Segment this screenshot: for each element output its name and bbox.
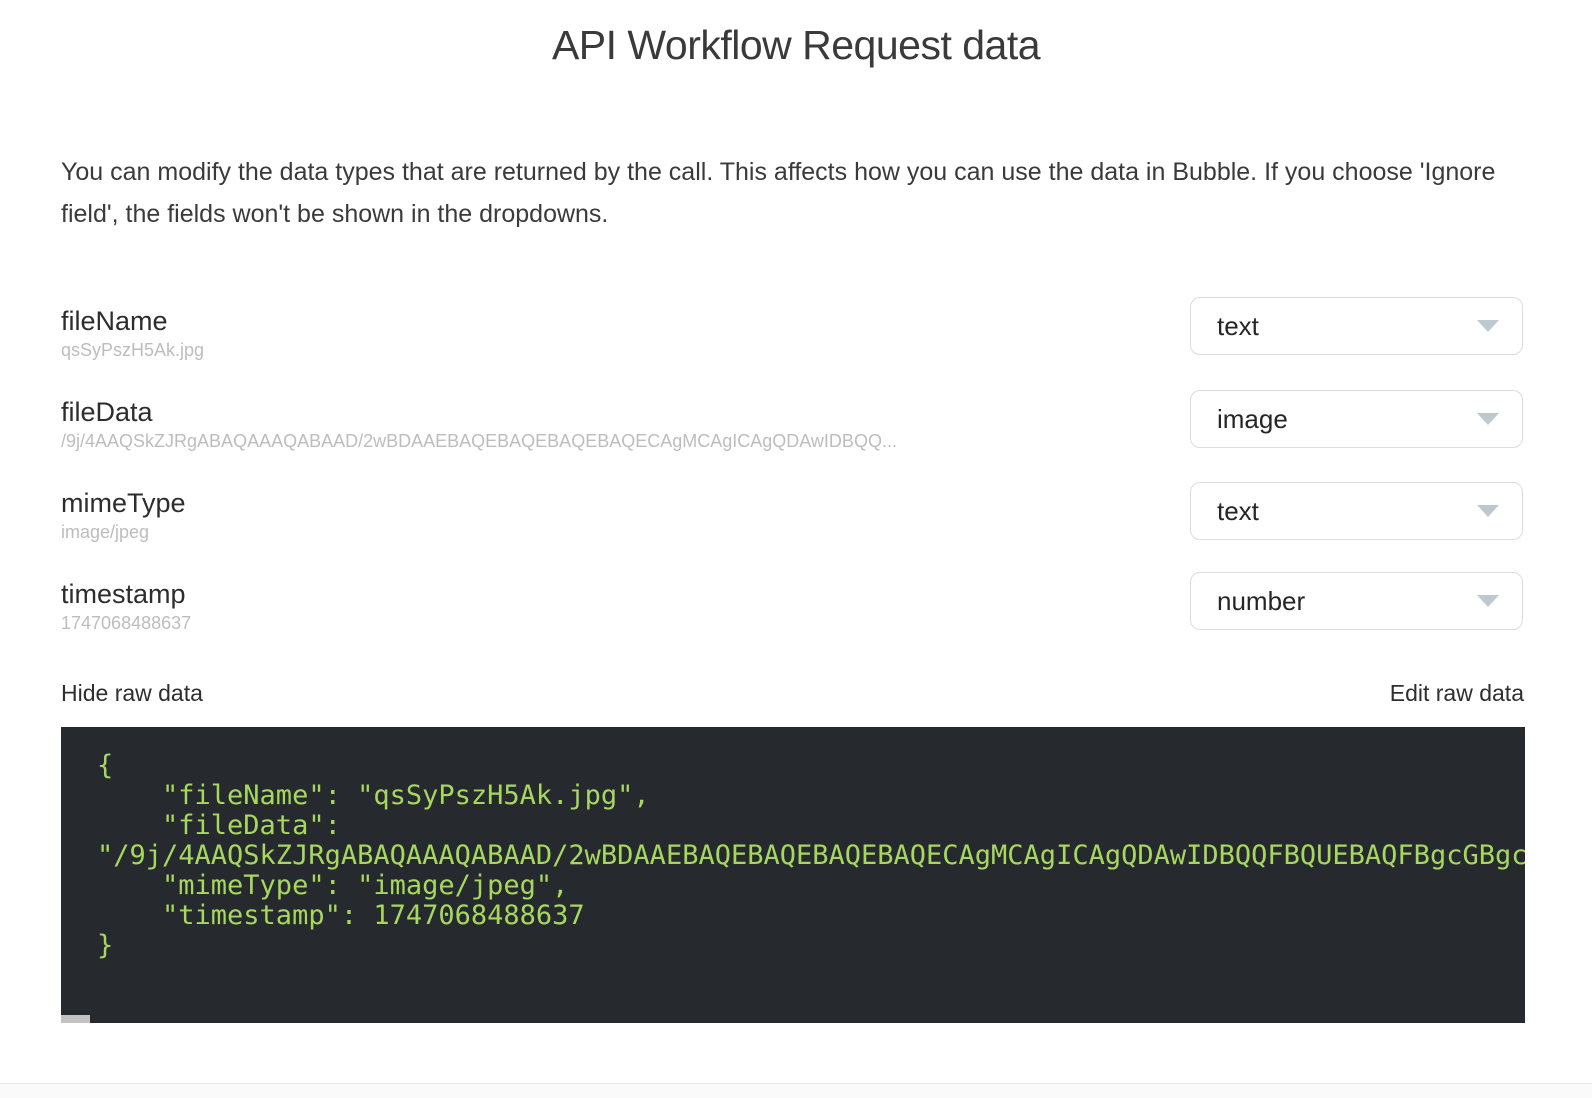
code-line: "mimeType": "image/jpeg", (97, 870, 569, 901)
type-dropdown-timestamp[interactable]: number (1190, 572, 1523, 630)
hide-raw-data-link[interactable]: Hide raw data (61, 680, 203, 706)
code-line: "timestamp": 1747068488637 (97, 900, 585, 931)
horizontal-scrollbar-thumb[interactable] (61, 1015, 90, 1023)
chevron-down-icon (1477, 505, 1499, 517)
field-row-filename: fileName qsSyPszH5Ak.jpg (61, 305, 1161, 362)
code-line: "fileName": "qsSyPszH5Ak.jpg", (97, 780, 650, 811)
dropdown-selected-value: image (1217, 403, 1288, 434)
field-name: fileName (61, 306, 168, 336)
field-name: mimeType (61, 488, 186, 518)
field-name: fileData (61, 397, 153, 427)
code-line: { (97, 750, 114, 781)
dropdown-selected-value: text (1217, 310, 1259, 341)
type-dropdown-filename[interactable]: text (1190, 297, 1523, 355)
field-name: timestamp (61, 579, 186, 609)
field-row-timestamp: timestamp 1747068488637 (61, 578, 1161, 635)
dropdown-selected-value: number (1217, 585, 1306, 616)
edit-raw-data-link[interactable]: Edit raw data (1389, 680, 1524, 706)
raw-data-code-viewer[interactable]: { "fileName": "qsSyPszH5Ak.jpg", "fileDa… (61, 727, 1525, 1023)
bottom-divider (0, 1083, 1592, 1098)
field-row-mimetype: mimeType image/jpeg (61, 487, 1161, 544)
page-title: API Workflow Request data (551, 22, 1041, 68)
type-dropdown-filedata[interactable]: image (1190, 390, 1523, 448)
field-sample-value: image/jpeg (61, 522, 150, 542)
field-sample-value: /9j/4AAQSkZJRgABAQAAAQABAAD/2wBDAAEBAQEB… (61, 431, 897, 451)
code-line: "/9j/4AAQSkZJRgABAQAAAQABAAD/2wBDAAEBAQE… (97, 840, 1525, 871)
field-sample-value: 1747068488637 (61, 613, 192, 633)
code-line: "fileData": (97, 810, 341, 841)
field-sample-value: qsSyPszH5Ak.jpg (61, 340, 205, 360)
code-line: } (97, 930, 114, 961)
field-row-filedata: fileData /9j/4AAQSkZJRgABAQAAAQABAAD/2wB… (61, 396, 1161, 453)
dropdown-selected-value: text (1217, 495, 1259, 526)
chevron-down-icon (1477, 320, 1499, 332)
description-text: You can modify the data types that are r… (61, 158, 1496, 228)
chevron-down-icon (1477, 595, 1499, 607)
type-dropdown-mimetype[interactable]: text (1190, 482, 1523, 540)
chevron-down-icon (1477, 413, 1499, 425)
